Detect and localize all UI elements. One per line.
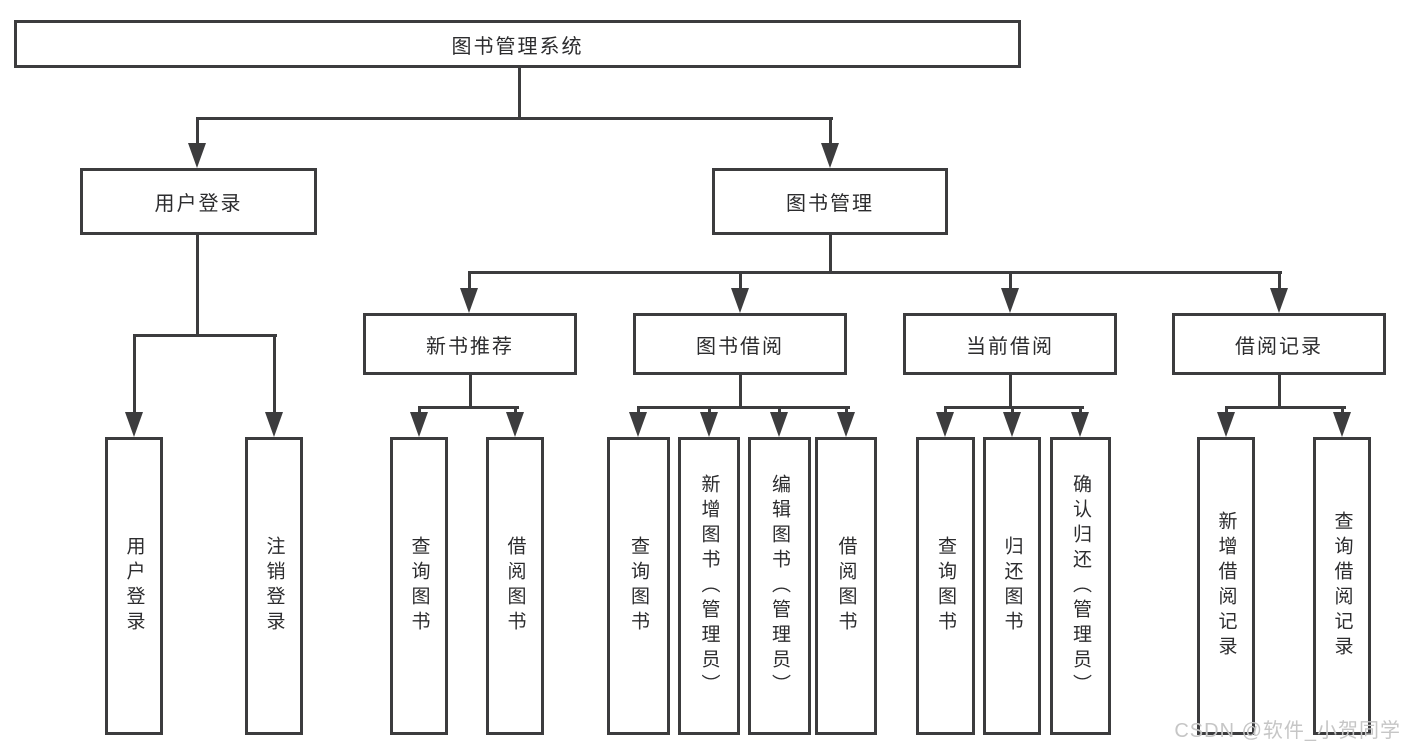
arrowhead-to-confirm-return xyxy=(1071,412,1089,437)
arrowhead-to-newrec-borrow xyxy=(506,412,524,437)
connector-stem-newrec-borrow xyxy=(514,406,517,416)
arrowhead-to-add-book xyxy=(700,412,718,437)
node-library-system: 图书管理系统 xyxy=(14,20,1021,68)
connector-book-management-stem xyxy=(829,233,832,274)
connector-stem-book-borrowing xyxy=(739,271,742,292)
connector-stem-add-book xyxy=(708,406,711,416)
arrowhead-to-add-record xyxy=(1217,412,1235,437)
connector-stem-newrec-query xyxy=(418,406,421,416)
arrowhead-to-edit-book xyxy=(770,412,788,437)
connector-user-login-stem xyxy=(196,233,199,336)
connector-book-borrow-stem xyxy=(739,373,742,409)
arrowhead-to-borrow-book xyxy=(837,412,855,437)
leaf-label: 新增图书（管理员） xyxy=(698,473,720,699)
node-label: 图书借阅 xyxy=(696,335,784,358)
connector-stem-user-login xyxy=(196,117,199,146)
leaf-label: 查询图书 xyxy=(408,536,430,636)
arrowhead-to-book-borrowing xyxy=(731,288,749,313)
leaf-add-book-admin: 新增图书（管理员） xyxy=(678,437,740,735)
csdn-watermark: CSDN @软件_小贺同学 xyxy=(1174,720,1401,742)
arrowhead-to-current-borrowing xyxy=(1001,288,1019,313)
arrowhead-to-query-record xyxy=(1333,412,1351,437)
connector-current-borrow-stem xyxy=(1009,373,1012,409)
connector-new-book-stem xyxy=(469,373,472,409)
leaf-query-borrow-record: 查询借阅记录 xyxy=(1313,437,1371,735)
connector-stem-leaf-user-login xyxy=(133,334,136,414)
node-book-borrowing: 图书借阅 xyxy=(633,313,847,375)
connector-book-management-bar xyxy=(468,271,1282,274)
node-label: 当前借阅 xyxy=(966,335,1054,358)
connector-user-login-bar xyxy=(133,334,277,337)
connector-new-book-bar xyxy=(418,406,519,409)
connector-stem-confirm-return xyxy=(1079,406,1082,416)
leaf-label: 注销登录 xyxy=(263,536,285,636)
arrowhead-to-return-book xyxy=(1003,412,1021,437)
leaf-borrow-query-books: 查询图书 xyxy=(607,437,670,735)
leaf-edit-book-admin: 编辑图书（管理员） xyxy=(748,437,811,735)
leaf-borrow-books: 借阅图书 xyxy=(815,437,877,735)
leaf-logout: 注销登录 xyxy=(245,437,303,735)
node-label: 图书管理 xyxy=(786,193,874,215)
arrowhead-to-borrow-query xyxy=(629,412,647,437)
arrowhead-to-new-book-recommendation xyxy=(460,288,478,313)
connector-stem-query-record xyxy=(1341,406,1344,416)
leaf-label: 用户登录 xyxy=(123,536,145,636)
leaf-user-login: 用户登录 xyxy=(105,437,163,735)
node-borrowing-records: 借阅记录 xyxy=(1172,313,1386,375)
node-book-management: 图书管理 xyxy=(712,168,948,235)
connector-stem-borrowing-records xyxy=(1278,271,1281,292)
arrowhead-to-book-management xyxy=(821,143,839,168)
leaf-confirm-return-admin: 确认归还（管理员） xyxy=(1050,437,1111,735)
connector-stem-new-book-recommendation xyxy=(468,271,471,292)
connector-book-borrow-bar xyxy=(637,406,850,409)
leaf-label: 新增借阅记录 xyxy=(1215,511,1237,661)
connector-root-bar xyxy=(196,117,833,120)
leaf-label: 归还图书 xyxy=(1001,536,1023,636)
connector-stem-return-book xyxy=(1011,406,1014,416)
connector-stem-borrow-book xyxy=(845,406,848,416)
leaf-label: 编辑图书（管理员） xyxy=(769,473,790,699)
connector-records-bar xyxy=(1225,406,1346,409)
node-label: 用户登录 xyxy=(154,193,243,215)
connector-stem-leaf-logout xyxy=(273,334,276,414)
arrowhead-to-borrowing-records xyxy=(1270,288,1288,313)
arrowhead-to-leaf-logout xyxy=(265,412,283,437)
connector-stem-current-borrowing xyxy=(1009,271,1012,292)
arrowhead-to-user-login xyxy=(188,143,206,168)
node-new-book-recommendation: 新书推荐 xyxy=(363,313,577,375)
node-label: 图书管理系统 xyxy=(451,35,584,58)
leaf-label: 借阅图书 xyxy=(835,536,857,636)
leaf-label: 确认归还（管理员） xyxy=(1070,473,1091,699)
leaf-newrec-query-books: 查询图书 xyxy=(390,437,448,735)
node-label: 新书推荐 xyxy=(426,335,514,358)
connector-stem-edit-book xyxy=(778,406,781,416)
connector-current-borrow-bar xyxy=(944,406,1084,409)
arrowhead-to-leaf-user-login xyxy=(125,412,143,437)
leaf-label: 查询图书 xyxy=(628,536,649,636)
connector-stem-add-record xyxy=(1225,406,1228,416)
leaf-label: 查询图书 xyxy=(935,536,956,636)
arrowhead-to-newrec-query xyxy=(410,412,428,437)
node-current-borrowing: 当前借阅 xyxy=(903,313,1117,375)
leaf-current-query-books: 查询图书 xyxy=(916,437,975,735)
leaf-label: 借阅图书 xyxy=(504,536,526,636)
leaf-return-books: 归还图书 xyxy=(983,437,1041,735)
arrowhead-to-current-query xyxy=(936,412,954,437)
node-label: 借阅记录 xyxy=(1235,335,1323,358)
connector-stem-current-query xyxy=(944,406,947,416)
connector-root-stem xyxy=(518,66,521,120)
leaf-newrec-borrow-books: 借阅图书 xyxy=(486,437,544,735)
connector-stem-book-management xyxy=(829,117,832,146)
leaf-add-borrow-record: 新增借阅记录 xyxy=(1197,437,1255,735)
leaf-label: 查询借阅记录 xyxy=(1331,511,1353,661)
node-user-login: 用户登录 xyxy=(80,168,317,235)
connector-records-stem xyxy=(1278,373,1281,409)
connector-stem-borrow-query xyxy=(637,406,640,416)
